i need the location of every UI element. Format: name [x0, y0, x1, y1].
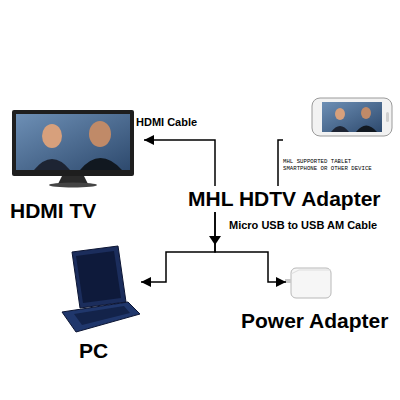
phone-button — [386, 112, 389, 122]
tv-base — [49, 183, 97, 188]
power-node: Power Adapter — [286, 262, 342, 332]
cable-label: Micro USB to USB AM Cable — [229, 219, 377, 231]
phone-suit — [356, 126, 377, 133]
device-node: MHL SUPPORTED TABLET SMARTPHONE OR OTHER… — [283, 96, 393, 180]
tv-label: HDMI TV — [10, 198, 140, 224]
trunk-arrowhead — [209, 236, 221, 245]
tv-face — [89, 121, 111, 147]
phone-body — [312, 98, 392, 136]
pc-label: PC — [79, 338, 139, 364]
power-label: Power Adapter — [241, 308, 391, 334]
tv-screen — [16, 114, 130, 170]
adapter-label: MHL HDTV Adapter — [188, 186, 394, 212]
cable-connector — [144, 140, 215, 186]
laptop-base — [62, 302, 140, 332]
power-brick-illustration — [285, 268, 331, 298]
pc-node: PC — [55, 246, 141, 362]
cable-label: HDMI Cable — [136, 116, 197, 128]
tv-node: HDMI TV — [10, 104, 136, 222]
power-brick — [291, 268, 331, 298]
cable-connector — [278, 140, 283, 186]
laptop-lid — [72, 246, 126, 308]
laptop-screen — [76, 251, 121, 303]
tv-face — [42, 124, 62, 148]
phone-face — [361, 107, 371, 119]
phone-suit — [331, 126, 349, 132]
tv-suit — [34, 159, 70, 170]
tv-illustration — [12, 110, 134, 188]
phone-face — [335, 108, 345, 120]
tv-bezel — [12, 110, 134, 176]
laptop-illustration — [62, 246, 140, 332]
cable-connector — [141, 212, 215, 282]
power-brick-edge — [291, 270, 331, 274]
phone-illustration — [312, 98, 392, 136]
adapter-node: MHL HDTV Adapter — [186, 186, 396, 212]
phone-screen — [322, 102, 382, 132]
device-label: MHL SUPPORTED TABLET SMARTPHONE OR OTHER… — [283, 158, 377, 172]
power-prong — [285, 279, 291, 283]
tv-suit — [80, 158, 122, 170]
laptop-keyboard — [74, 306, 130, 325]
